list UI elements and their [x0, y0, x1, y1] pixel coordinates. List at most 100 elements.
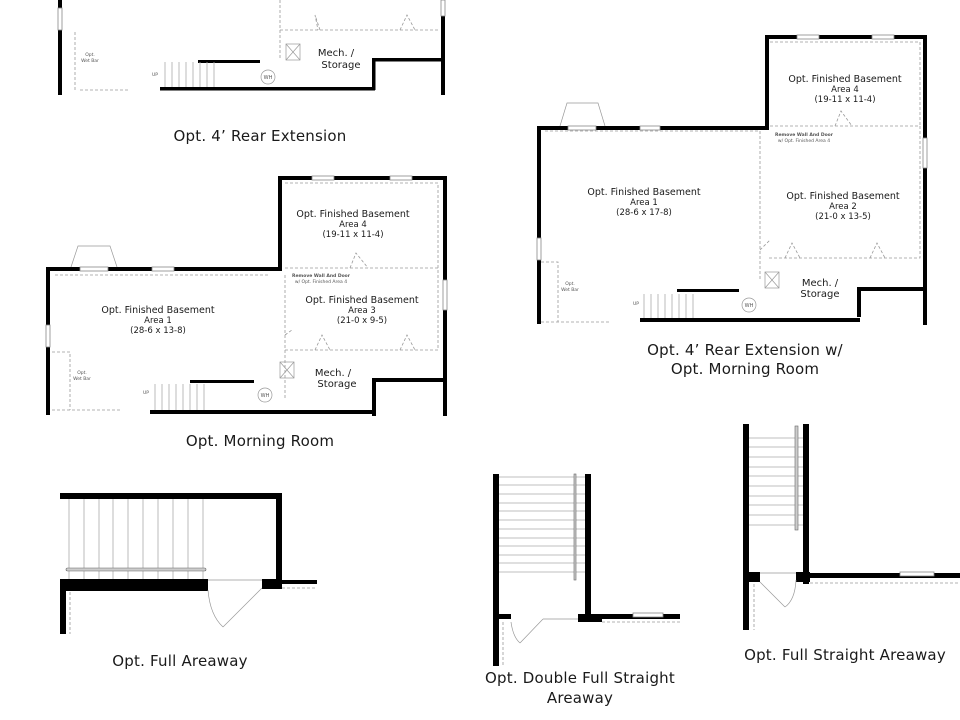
wall	[372, 378, 376, 416]
handrail	[794, 425, 799, 531]
wall	[250, 87, 375, 91]
caption-rear-ext-morning-line2: Opt. Morning Room	[670, 360, 820, 378]
wet-bar-label-1: Opt.	[85, 52, 95, 58]
stair-up-label: UP	[152, 72, 158, 78]
wall	[923, 35, 927, 325]
window	[45, 324, 51, 348]
water-heater-icon	[257, 387, 273, 403]
door-swing	[314, 14, 416, 31]
wall	[677, 289, 739, 292]
wall	[578, 614, 602, 622]
water-heater-icon	[741, 297, 757, 313]
mech-label-2: Storage	[317, 379, 356, 390]
wall	[537, 126, 541, 324]
wall	[857, 287, 927, 291]
area3-dims: (21-0 x 9-5)	[337, 316, 387, 326]
mech-label-2: Storage	[800, 289, 839, 300]
area1-label: Area 1	[144, 316, 172, 326]
wall	[372, 58, 376, 90]
stair	[164, 62, 215, 87]
mech-label-1: Mech. /	[802, 278, 839, 289]
caption-rear-ext-morning-line1: Opt. 4’ Rear Extension w/	[647, 341, 843, 359]
caption-full-areaway: Opt. Full Areaway	[112, 652, 248, 670]
window	[796, 34, 820, 40]
stair	[749, 437, 803, 526]
caption-rear-extension: Opt. 4’ Rear Extension	[173, 127, 347, 145]
area4-name: Opt. Finished Basement	[788, 74, 901, 85]
chase-box	[764, 271, 780, 289]
wall	[282, 580, 317, 584]
window-well	[70, 245, 118, 268]
window	[442, 279, 448, 311]
dashed-outline	[74, 0, 440, 91]
wall	[743, 424, 749, 630]
area4-label: Area 4	[831, 85, 859, 95]
window	[899, 571, 935, 577]
caption-morning-room: Opt. Morning Room	[185, 432, 335, 450]
stair	[499, 476, 585, 573]
wet-bar-label-2: Wet Bar	[73, 376, 91, 382]
caption-full-straight: Opt. Full Straight Areaway	[744, 646, 946, 664]
area1-label: Area 1	[630, 198, 658, 208]
dashed-outline	[69, 587, 317, 634]
wall	[493, 614, 511, 619]
plan-full-straight	[743, 424, 960, 630]
wall	[278, 176, 446, 180]
wall	[276, 493, 282, 583]
wall	[857, 287, 861, 317]
mech-label-2: Storage	[321, 60, 360, 71]
door-swing	[510, 618, 544, 644]
stair	[68, 499, 204, 579]
water-heater-icon	[260, 69, 276, 85]
wall	[190, 380, 254, 383]
area3-name: Opt. Finished Basement	[305, 295, 418, 306]
window	[871, 34, 895, 40]
plan-morning-room: UP WH Opt. Finished Basement Area 4 (19-…	[45, 175, 448, 416]
area3-label: Area 3	[348, 306, 376, 316]
door-swing	[207, 587, 263, 628]
wall	[743, 572, 760, 582]
remove-wall-note-2: w/ Opt. Finished Area 4	[295, 279, 347, 285]
wall	[640, 318, 860, 322]
door-swing	[284, 252, 416, 351]
area1-dims: (28-6 x 17-8)	[616, 208, 672, 218]
window	[639, 125, 661, 131]
remove-wall-note-2: w/ Opt. Finished Area 4	[778, 138, 830, 144]
chase-box	[285, 43, 301, 61]
plan-rear-ext-morning: UP WH Opt. Finished Basement Area 4 (19-…	[536, 34, 928, 325]
wall	[803, 424, 809, 584]
area4-label: Area 4	[339, 220, 367, 230]
stair	[154, 384, 205, 410]
door-swing	[759, 579, 797, 608]
caption-double-full-straight-line1: Opt. Double Full Straight	[485, 669, 675, 687]
plan-full-areaway	[60, 493, 317, 634]
window	[567, 125, 597, 131]
wall	[60, 579, 208, 591]
area4-dims: (19-11 x 11-4)	[814, 95, 875, 105]
wall	[765, 35, 769, 130]
wet-bar-label-1: Opt.	[565, 281, 575, 287]
wet-bar-label-2: Wet Bar	[561, 287, 579, 293]
wall	[493, 474, 499, 666]
remove-wall-note-1: Remove Wall And Door	[292, 273, 351, 279]
water-heater-label: WH	[261, 393, 270, 399]
dashed-outline	[52, 182, 439, 411]
window	[536, 237, 542, 261]
area4-dims: (19-11 x 11-4)	[322, 230, 383, 240]
door-swing	[759, 110, 886, 259]
stair-up-label: UP	[633, 301, 639, 307]
window	[151, 266, 175, 272]
wall	[809, 573, 960, 578]
wall	[198, 60, 260, 63]
dashed-outline	[541, 41, 921, 323]
wall	[765, 35, 927, 39]
wall	[796, 572, 810, 582]
window	[440, 0, 446, 17]
mech-label-1: Mech. /	[315, 368, 352, 379]
area4-name: Opt. Finished Basement	[296, 209, 409, 220]
dashed-outline	[753, 582, 960, 630]
stair	[643, 294, 694, 318]
wall	[160, 87, 250, 91]
wall	[441, 15, 445, 95]
mech-label-1: Mech. /	[318, 48, 355, 59]
